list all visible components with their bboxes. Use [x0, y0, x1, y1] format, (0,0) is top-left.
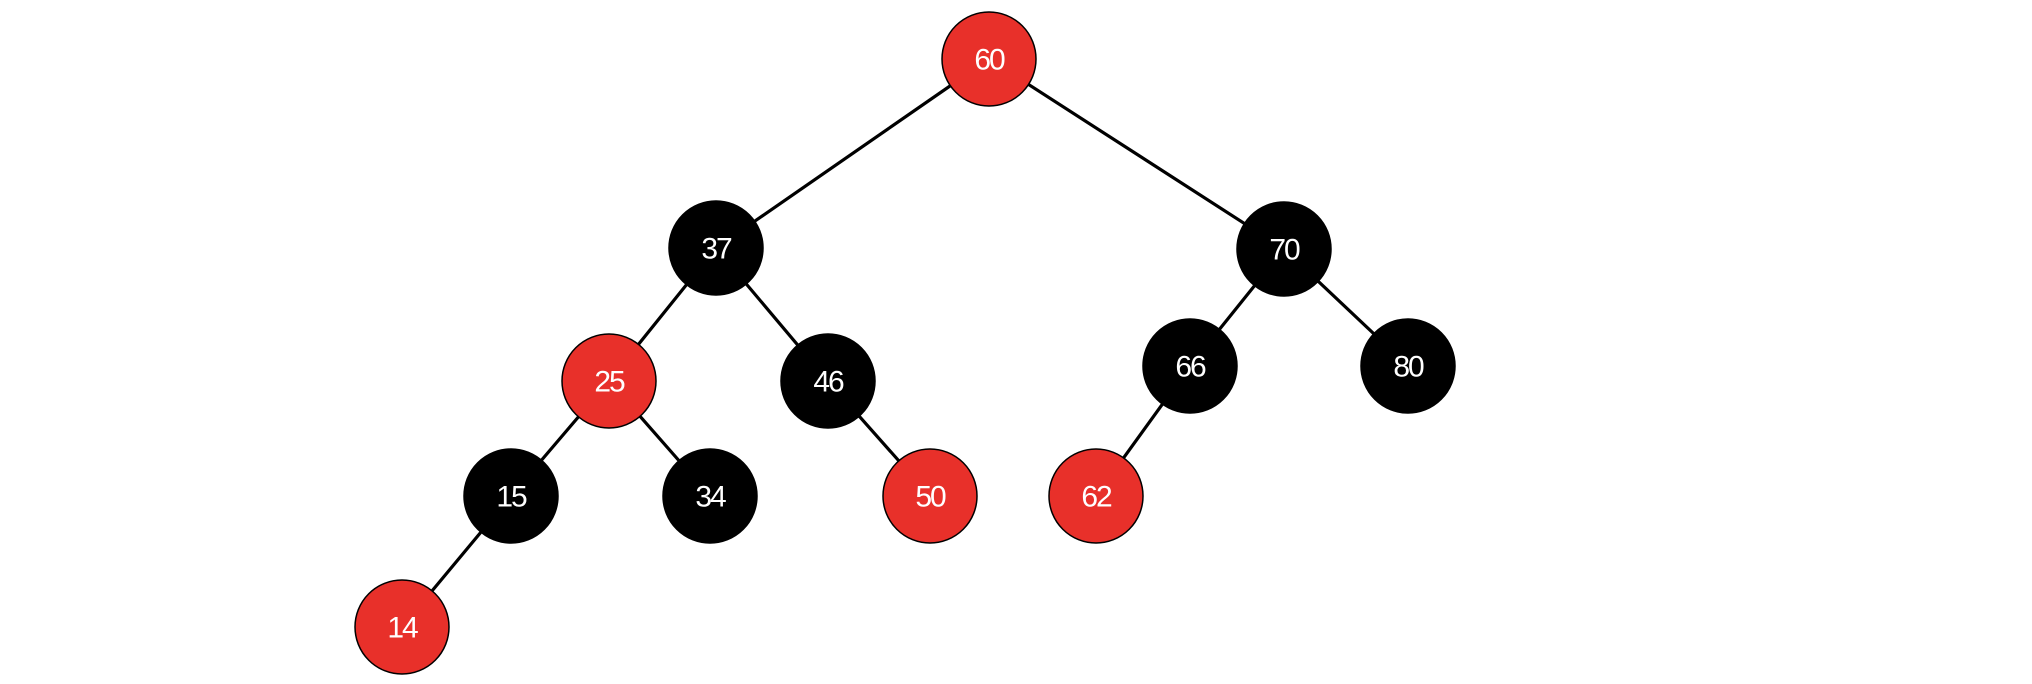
node-circle-red [882, 448, 978, 544]
node-key-label: 25 [594, 366, 625, 399]
node-key-label: 34 [695, 481, 726, 514]
tree-node-70: 70 [1236, 201, 1332, 297]
tree-nodes: 60 37 70 25 46 66 80 15 34 50 62 14 [354, 11, 1456, 675]
node-circle-black [662, 448, 758, 544]
node-key-label: 37 [701, 233, 732, 266]
node-circle-red [941, 11, 1037, 107]
node-circle-red [561, 333, 657, 429]
node-circle-black [1142, 318, 1238, 414]
node-key-label: 15 [496, 481, 527, 514]
node-circle-red [354, 579, 450, 675]
node-circle-red [1048, 448, 1144, 544]
tree-node-50: 50 [882, 448, 978, 544]
tree-node-15: 15 [463, 448, 559, 544]
tree-node-14: 14 [354, 579, 450, 675]
node-circle-black [1236, 201, 1332, 297]
tree-node-25: 25 [561, 333, 657, 429]
node-key-label: 60 [974, 44, 1005, 77]
node-circle-black [780, 333, 876, 429]
tree-node-34: 34 [662, 448, 758, 544]
node-key-label: 62 [1081, 481, 1112, 514]
tree-edges [400, 57, 1410, 629]
tree-node-66: 66 [1142, 318, 1238, 414]
tree-node-46: 46 [780, 333, 876, 429]
tree-node-60: 60 [941, 11, 1037, 107]
node-circle-black [1360, 318, 1456, 414]
node-key-label: 14 [387, 612, 418, 645]
edge-60-37 [714, 57, 991, 250]
tree-node-80: 80 [1360, 318, 1456, 414]
tree-node-37: 37 [668, 200, 764, 296]
node-circle-black [463, 448, 559, 544]
node-key-label: 46 [813, 366, 844, 399]
edge-60-70 [987, 57, 1286, 251]
node-key-label: 80 [1393, 351, 1424, 384]
node-circle-black [668, 200, 764, 296]
node-key-label: 70 [1269, 234, 1300, 267]
node-key-label: 50 [915, 481, 946, 514]
node-key-label: 66 [1175, 351, 1206, 384]
tree-node-62: 62 [1048, 448, 1144, 544]
